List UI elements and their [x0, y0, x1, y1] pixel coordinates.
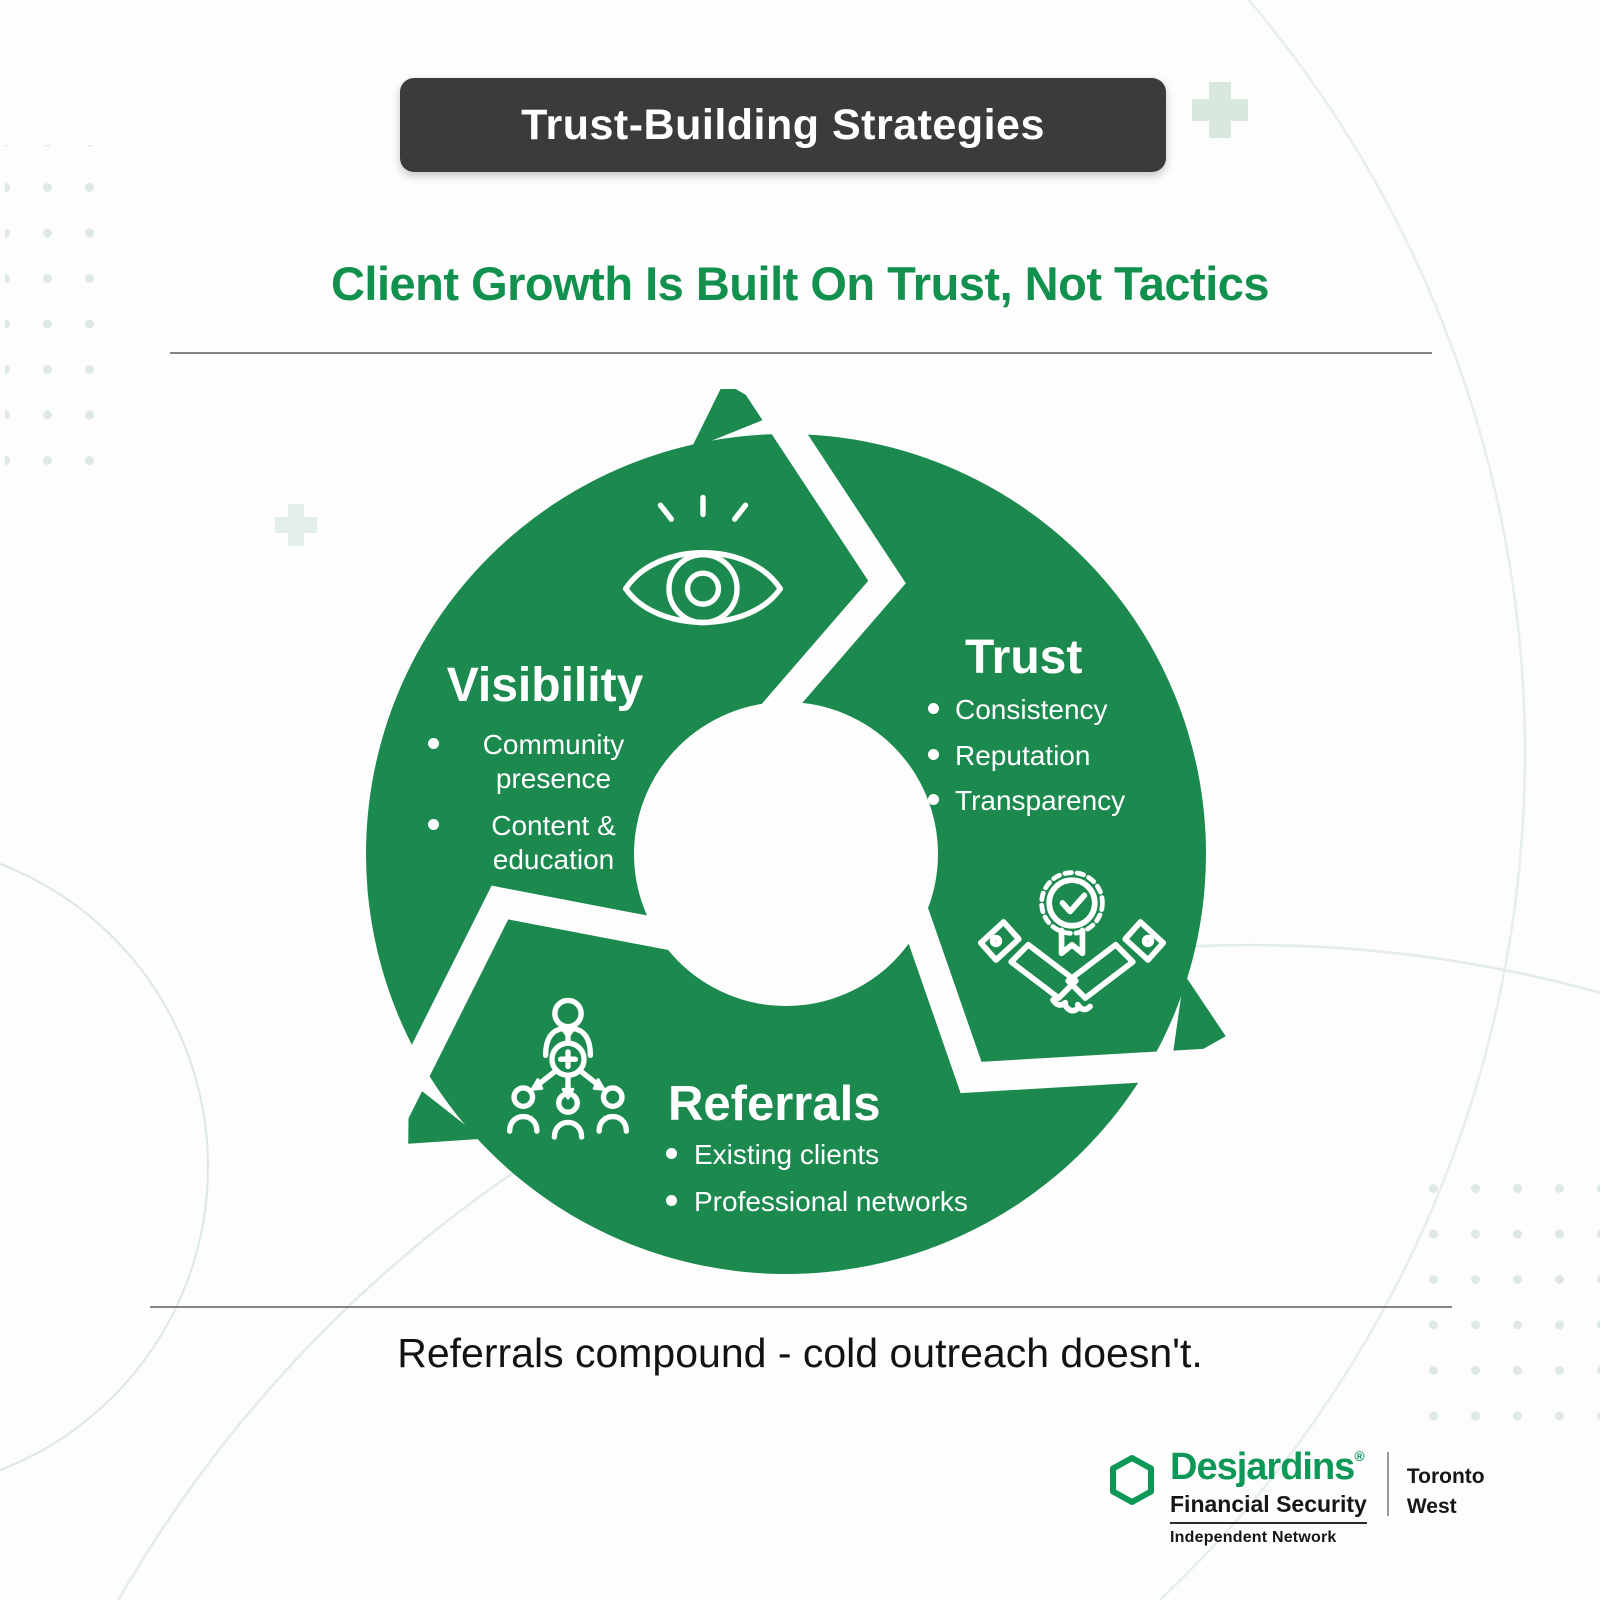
bullet-text: Professional networks [694, 1185, 968, 1217]
bullet-dot [666, 1194, 677, 1206]
bullet-text: Existing clients [694, 1139, 880, 1170]
segment-title-trust: Trust [965, 631, 1083, 684]
faint-circle-right [1157, 0, 1526, 1600]
bullet-text: Transparency [955, 785, 1126, 817]
bullet-dot [928, 703, 939, 714]
referral-network-icon [506, 997, 630, 1140]
segment-list-visibility: Community presence Content & education [428, 728, 658, 890]
desjardins-hexagon-icon [1110, 1455, 1154, 1505]
bullet-dot [428, 819, 439, 831]
brand-wordmark: Desjardins [1170, 1446, 1355, 1488]
brand-division: Financial Security [1170, 1491, 1367, 1524]
logo-text-stack: Desjardins® Financial Security Independe… [1170, 1448, 1367, 1547]
faint-circle-bottom-left-small [0, 862, 209, 1472]
bullet-text: Reputation [955, 739, 1091, 771]
tagline: Referrals compound - cold outreach doesn… [397, 1330, 1203, 1376]
list-item: Professional networks [666, 1185, 968, 1219]
plus-decoration-top [1192, 82, 1248, 138]
dot-grid-right [1428, 1164, 1600, 1454]
eye-icon [623, 494, 783, 626]
trust-cycle-diagram [366, 389, 1226, 1274]
list-item: Existing clients [666, 1138, 968, 1172]
title-badge-label: Trust-Building Strategies [521, 100, 1045, 149]
registered-mark: ® [1354, 1448, 1364, 1464]
bullet-text: Consistency [955, 694, 1108, 725]
segment-list-referrals: Existing clients Professional networks [666, 1138, 968, 1231]
title-badge: Trust-Building Strategies [400, 78, 1166, 172]
cycle-arrow-referrals [378, 885, 733, 1144]
list-item: Reputation [928, 739, 1125, 773]
bullet-dot [666, 1148, 677, 1159]
divider-top [170, 352, 1432, 354]
page-title: Client Growth Is Built On Trust, Not Tac… [330, 257, 1270, 310]
list-item: Consistency [928, 693, 1125, 727]
bullet-dot [928, 794, 939, 806]
segment-title-visibility: Visibility [446, 659, 644, 712]
brand-network: Independent Network [1170, 1529, 1337, 1546]
region-label: Toronto West [1406, 1465, 1485, 1519]
bullet-text: Content & education [491, 810, 616, 875]
footer-logo: Desjardins® Financial Security Independe… [1108, 1448, 1502, 1547]
brand-name: Desjardins® [1170, 1448, 1367, 1486]
cycle-arrow-trust [880, 851, 1226, 1094]
handshake-award-icon [977, 870, 1167, 1014]
cycle-arrow-visibility [691, 389, 906, 769]
bullet-dot [428, 738, 439, 749]
list-item: Content & education [428, 809, 658, 876]
bullet-text: Community presence [482, 729, 625, 794]
logo-divider [1386, 1452, 1389, 1516]
plus-decoration-left [275, 504, 317, 546]
dot-grid-left [5, 145, 105, 477]
segment-title-referrals: Referrals [668, 1077, 881, 1131]
list-item: Transparency [928, 784, 1125, 818]
faint-circle-bottom-left-large [117, 944, 1600, 1600]
bullet-dot [928, 748, 939, 760]
list-item: Community presence [428, 728, 658, 795]
divider-bottom [150, 1306, 1452, 1308]
segment-list-trust: Consistency Reputation Transparency [928, 693, 1125, 830]
